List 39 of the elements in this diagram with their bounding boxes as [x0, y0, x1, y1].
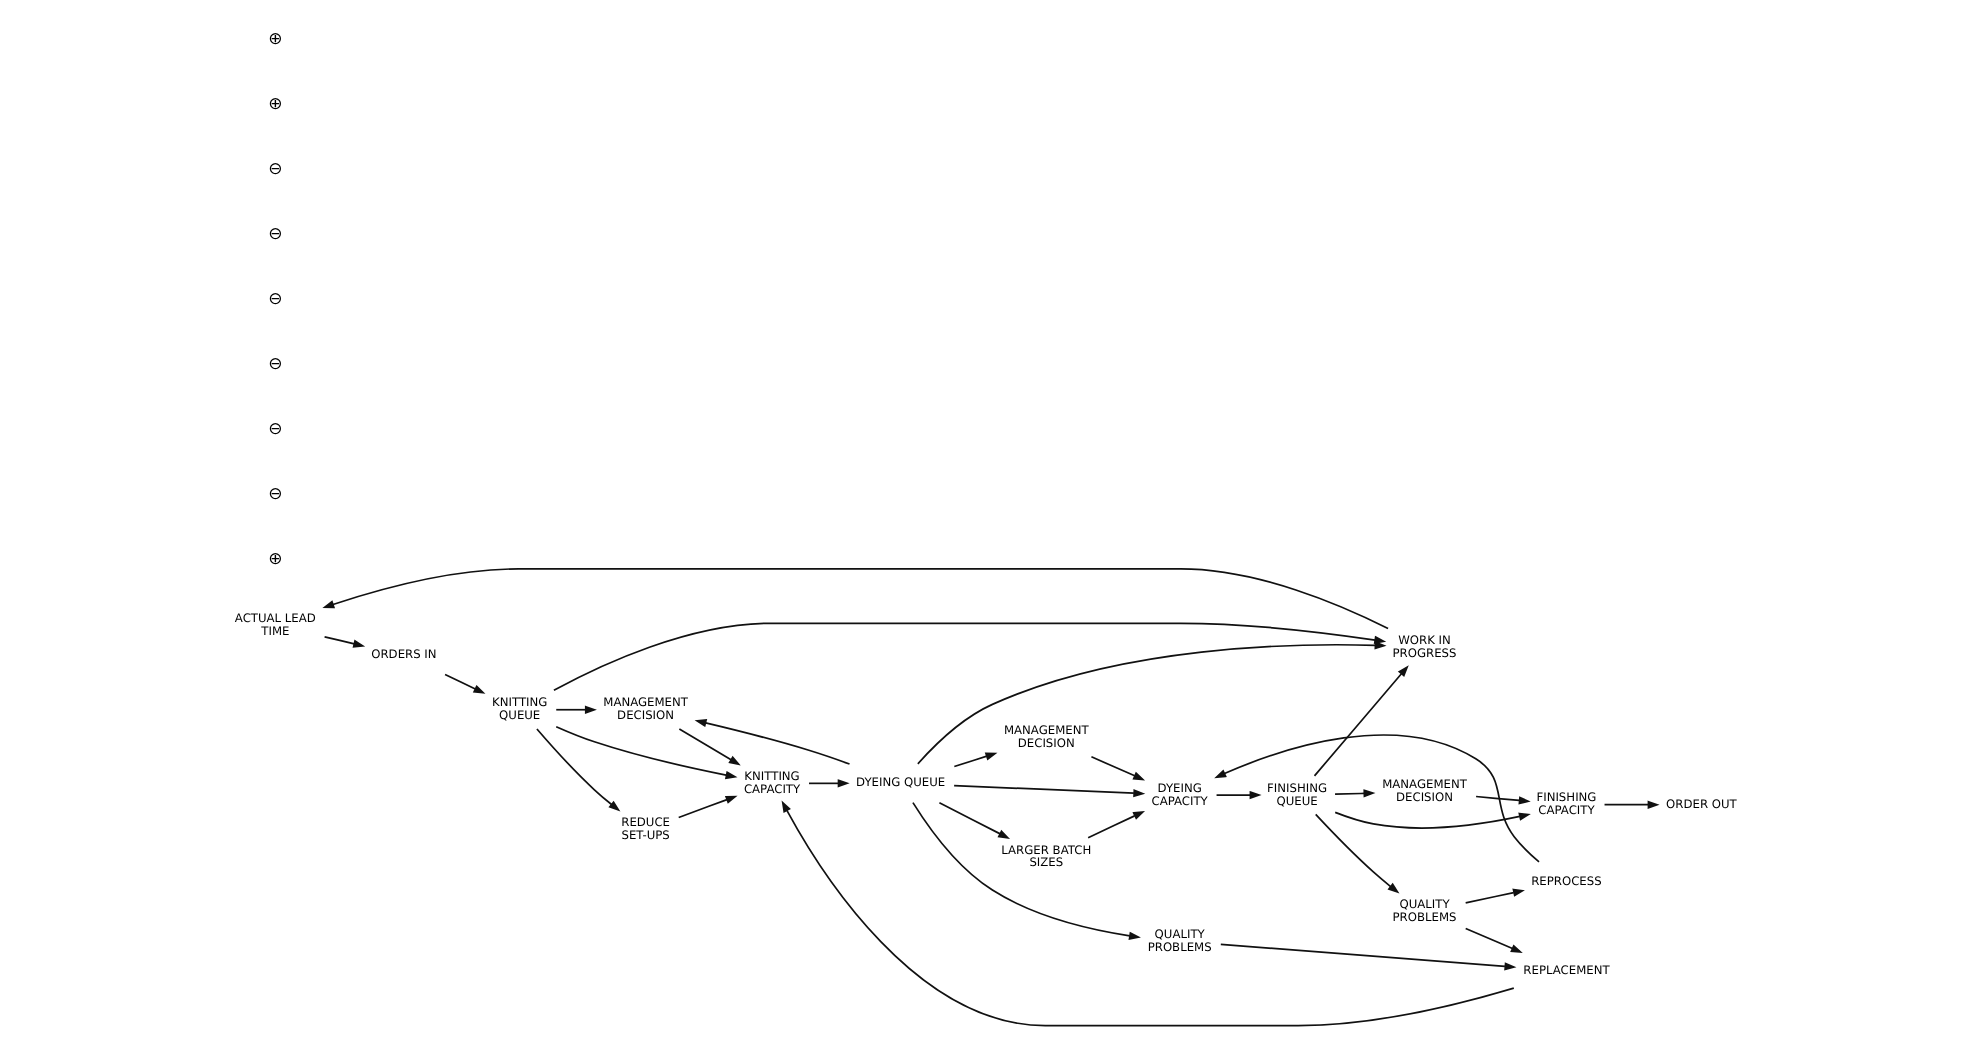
arrow — [1334, 789, 1376, 798]
arrow — [1087, 810, 1146, 839]
arrow — [1313, 665, 1409, 777]
arrow — [953, 752, 998, 768]
arrow — [1219, 943, 1517, 971]
arrow — [808, 779, 850, 788]
arrow — [694, 718, 851, 765]
arrow — [555, 705, 597, 714]
label: ⊖ — [268, 224, 283, 245]
arrow — [953, 784, 1146, 798]
label: ⊖ — [268, 485, 283, 506]
arrow — [1475, 795, 1531, 805]
arrow — [677, 795, 738, 819]
label: ⊕ — [268, 550, 283, 571]
arrow — [1464, 927, 1523, 953]
arrow — [536, 728, 621, 812]
arrow — [1464, 888, 1525, 904]
label: ⊕ — [268, 29, 283, 50]
label: ⊖ — [268, 290, 283, 311]
arrow — [323, 635, 366, 648]
arrow — [322, 568, 1389, 630]
arrow — [1314, 813, 1400, 894]
arrow — [1334, 811, 1531, 829]
label: ⊖ — [268, 355, 283, 376]
arrow — [917, 641, 1387, 765]
arrow — [1215, 790, 1262, 800]
arrow — [781, 800, 1515, 1027]
arrow — [912, 801, 1141, 940]
arrow — [553, 622, 1387, 692]
label: ⊖ — [268, 420, 283, 441]
label: ⊖ — [268, 159, 283, 180]
arrow — [1090, 755, 1146, 781]
arrow — [678, 728, 741, 766]
arrow — [1603, 800, 1660, 809]
arrow — [555, 725, 738, 780]
label: ⊕ — [268, 94, 283, 115]
arrow — [1214, 734, 1540, 863]
arrow — [444, 673, 486, 694]
arrow — [938, 801, 1011, 839]
